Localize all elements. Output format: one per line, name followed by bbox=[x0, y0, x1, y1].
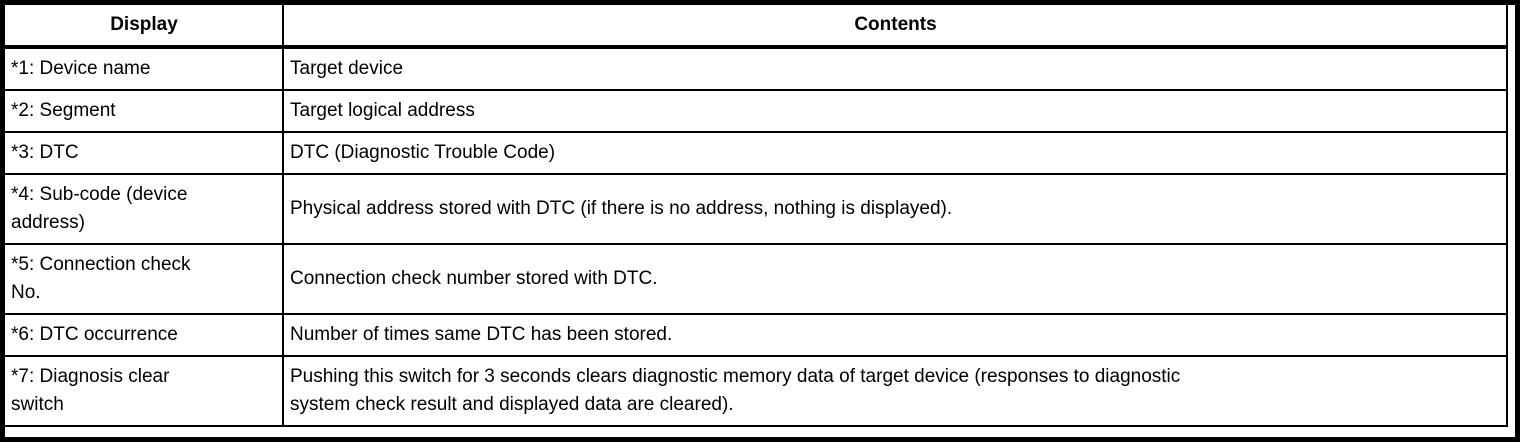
display-cell: *7: Diagnosis clear switch bbox=[5, 355, 284, 427]
display-cell: *5: Connection check No. bbox=[5, 243, 284, 315]
table-body: *1: Device name Target device *2: Segmen… bbox=[5, 46, 1508, 427]
table-row: *3: DTC DTC (Diagnostic Trouble Code) bbox=[5, 131, 1508, 175]
contents-cell: Target device bbox=[282, 46, 1508, 91]
display-cell: *1: Device name bbox=[5, 46, 284, 91]
display-cell: *3: DTC bbox=[5, 131, 284, 175]
contents-cell: Target logical address bbox=[282, 89, 1508, 133]
table-row: *5: Connection check No. Connection chec… bbox=[5, 243, 1508, 315]
display-cell: *4: Sub-code (device address) bbox=[5, 173, 284, 245]
header-display: Display bbox=[5, 5, 284, 49]
display-cell: *2: Segment bbox=[5, 89, 284, 133]
contents-cell: Number of times same DTC has been stored… bbox=[282, 313, 1508, 357]
table-row: *7: Diagnosis clear switch Pushing this … bbox=[5, 355, 1508, 427]
table-row: *2: Segment Target logical address bbox=[5, 89, 1508, 133]
table-row: *6: DTC occurrence Number of times same … bbox=[5, 313, 1508, 357]
table-row: *4: Sub-code (device address) Physical a… bbox=[5, 173, 1508, 245]
contents-cell: Physical address stored with DTC (if the… bbox=[282, 173, 1508, 245]
contents-cell: Connection check number stored with DTC. bbox=[282, 243, 1508, 315]
display-cell: *6: DTC occurrence bbox=[5, 313, 284, 357]
header-row: Display Contents bbox=[5, 5, 1508, 49]
contents-cell: DTC (Diagnostic Trouble Code) bbox=[282, 131, 1508, 175]
header-contents: Contents bbox=[282, 5, 1508, 49]
contents-cell: Pushing this switch for 3 seconds clears… bbox=[282, 355, 1508, 427]
table-row: *1: Device name Target device bbox=[5, 46, 1508, 91]
display-contents-table: Display Contents *1: Device name Target … bbox=[5, 5, 1508, 427]
